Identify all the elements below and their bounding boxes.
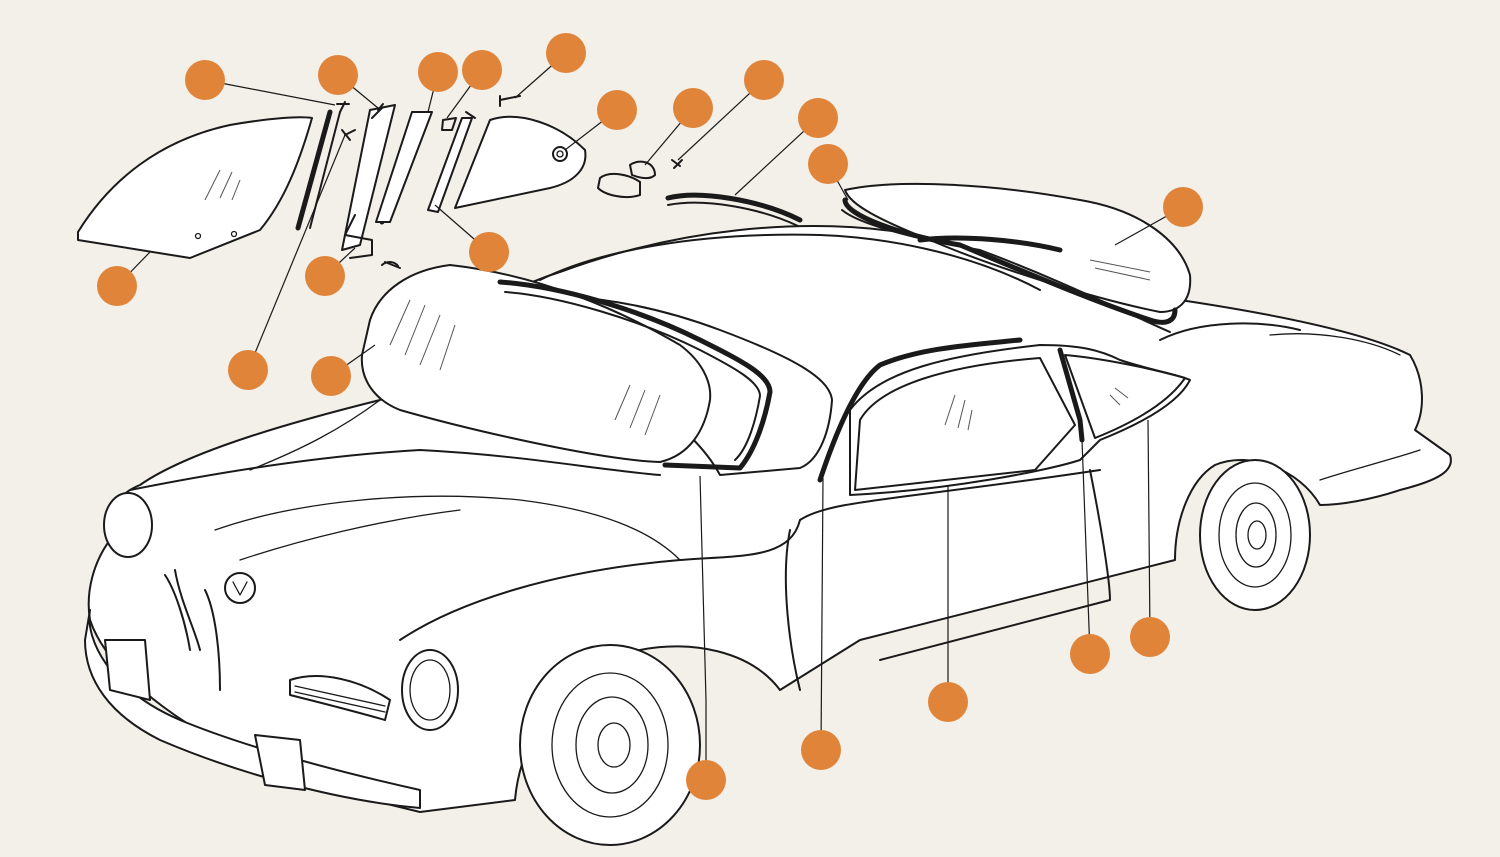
- hotspot-marker[interactable]: [808, 144, 848, 184]
- orange-circle-marker-icon[interactable]: [318, 55, 358, 95]
- hotspot-marker[interactable]: [686, 760, 726, 800]
- hotspot-marker[interactable]: [928, 682, 968, 722]
- hotspot-marker[interactable]: [318, 55, 358, 95]
- windshield-assembly: [360, 264, 773, 471]
- orange-circle-marker-icon[interactable]: [469, 232, 509, 272]
- orange-circle-marker-icon[interactable]: [686, 760, 726, 800]
- orange-circle-marker-icon[interactable]: [546, 33, 586, 73]
- orange-circle-marker-icon[interactable]: [808, 144, 848, 184]
- orange-circle-marker-icon[interactable]: [462, 50, 502, 90]
- hotspot-marker[interactable]: [97, 266, 137, 306]
- hotspot-marker[interactable]: [1163, 187, 1203, 227]
- hotspot-marker[interactable]: [798, 98, 838, 138]
- hotspot-marker[interactable]: [597, 90, 637, 130]
- hotspot-marker[interactable]: [1070, 634, 1110, 674]
- orange-circle-marker-icon[interactable]: [801, 730, 841, 770]
- orange-circle-marker-icon[interactable]: [311, 356, 351, 396]
- hotspot-markers: [97, 33, 1203, 800]
- hotspot-marker[interactable]: [418, 52, 458, 92]
- hotspot-marker[interactable]: [228, 350, 268, 390]
- orange-circle-marker-icon[interactable]: [97, 266, 137, 306]
- hotspot-marker[interactable]: [546, 33, 586, 73]
- orange-circle-marker-icon[interactable]: [418, 52, 458, 92]
- orange-circle-marker-icon[interactable]: [305, 256, 345, 296]
- hotspot-marker[interactable]: [469, 232, 509, 272]
- orange-circle-marker-icon[interactable]: [597, 90, 637, 130]
- hotspot-marker[interactable]: [1130, 617, 1170, 657]
- rear-window-assembly: [841, 182, 1192, 333]
- hotspot-marker[interactable]: [673, 88, 713, 128]
- hotspot-marker[interactable]: [462, 50, 502, 90]
- orange-circle-marker-icon[interactable]: [1070, 634, 1110, 674]
- orange-circle-marker-icon[interactable]: [673, 88, 713, 128]
- orange-circle-marker-icon[interactable]: [928, 682, 968, 722]
- orange-circle-marker-icon[interactable]: [798, 98, 838, 138]
- orange-circle-marker-icon[interactable]: [1163, 187, 1203, 227]
- orange-circle-marker-icon[interactable]: [1130, 617, 1170, 657]
- hotspot-marker[interactable]: [305, 256, 345, 296]
- orange-circle-marker-icon[interactable]: [228, 350, 268, 390]
- hotspot-marker[interactable]: [801, 730, 841, 770]
- door-glass-parts: [77, 95, 1085, 483]
- hotspot-marker[interactable]: [311, 356, 351, 396]
- hotspot-marker[interactable]: [185, 60, 225, 100]
- hotspot-marker[interactable]: [744, 60, 784, 100]
- orange-circle-marker-icon[interactable]: [744, 60, 784, 100]
- orange-circle-marker-icon[interactable]: [185, 60, 225, 100]
